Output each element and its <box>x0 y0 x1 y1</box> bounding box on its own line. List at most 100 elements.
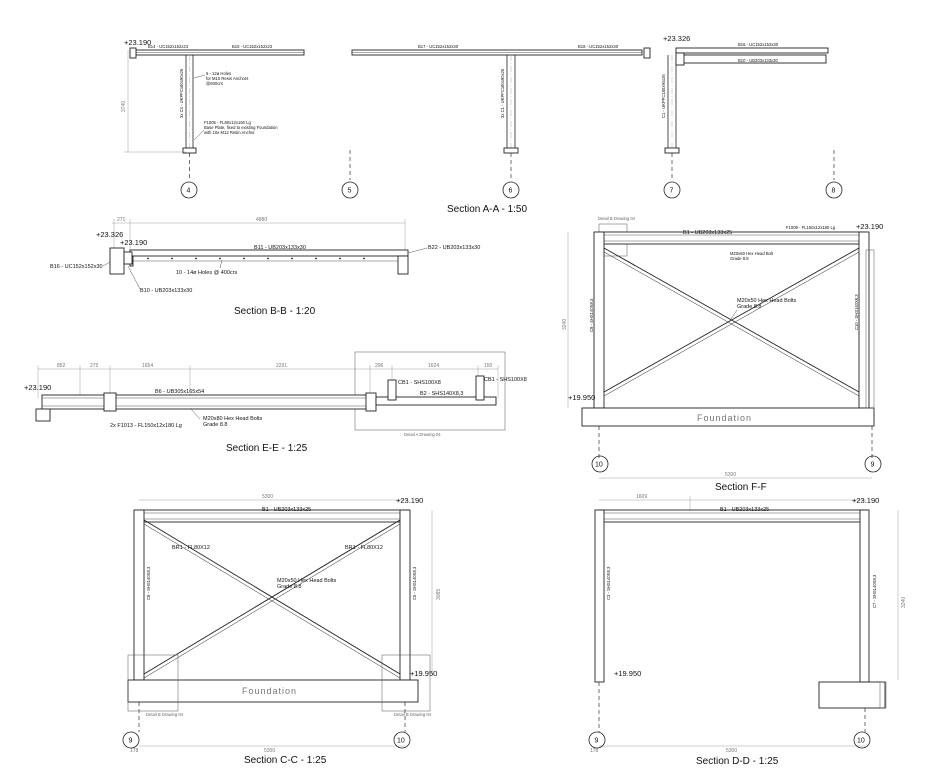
cc-dim-h: 3085 <box>436 589 442 600</box>
aa-column-c1a: 3x C1 - UKPFC180x90x26 <box>500 68 505 118</box>
section-dd: 1609 3240 178 5300 +23.190 +19.950 B1 - … <box>588 494 907 767</box>
ff-beam-b1: B1 - UB203x133x25 <box>683 230 732 236</box>
ff-title: Section F-F <box>715 482 767 493</box>
section-cc: 5300 3085 Foundation Detail B Drawing 04… <box>122 494 442 766</box>
ff-detail: Detail B Drawing 04 <box>598 216 636 221</box>
ee-dim-2: 1654 <box>142 363 153 369</box>
bb-beam-b11: B11 - UB203x133x30 <box>254 245 306 251</box>
ee-grade: Grade 8.8 <box>203 422 227 428</box>
aa-beam-b16: B16 - UC152x152x30 <box>738 42 779 47</box>
aa-column-c4: 3x C4 - UKPFC180x90x26 <box>179 68 184 118</box>
aa-note-holes-2: for M10 Resin Anchors <box>206 76 248 81</box>
ff-dim-w: 5300 <box>725 472 736 478</box>
cc-grid-10: 10 <box>397 738 405 745</box>
aa-level-left: +23.190 <box>124 38 151 47</box>
aa-beam-b10: B10 - UB203x133x30 <box>738 58 778 63</box>
ff-grade-small: Grade 8.8 <box>730 256 749 261</box>
cc-dim-w-bot: 5300 <box>264 748 275 754</box>
dd-beam-b1: B1 - UB203x133x25 <box>720 507 769 513</box>
bb-dim-b: 4880 <box>256 217 267 223</box>
aa-beam-b18: B18 - UC152x152x30 <box>578 44 619 49</box>
ff-bolts-small: M20x60 Hex Head Bolt <box>730 251 774 256</box>
bb-title: Section B-B - 1:20 <box>234 306 316 317</box>
dd-dim-top: 1609 <box>636 494 647 500</box>
aa-grid-bubbles: 4 5 6 7 8 <box>180 181 843 199</box>
bb-dim-a: 271 <box>117 217 126 223</box>
ee-cb1b: CB1 - SHS100X8 <box>484 377 527 383</box>
aa-note-plate-2: Base Plate, fixed to existing Foundation <box>204 125 278 130</box>
ee-dim-6: 150 <box>484 363 493 369</box>
cc-level-bot: +19.950 <box>410 669 437 678</box>
ee-detail-a: Detail A Drawing 04 <box>404 432 441 437</box>
ee-level: +23.190 <box>24 383 51 392</box>
bb-beam-b16: B16 - UC152x152x30 <box>50 264 103 270</box>
ee-plate: 2x F1013 - FL150x12x180 Lg <box>110 423 182 429</box>
aa-grid-5: 5 <box>348 188 352 195</box>
cc-detail-a: Detail B Drawing 04 <box>146 712 184 717</box>
dd-dim-h: 3240 <box>901 597 907 608</box>
ee-dim-1: 275 <box>90 363 99 369</box>
ff-level-top: +23.190 <box>856 222 883 231</box>
cc-detail-b: Detail B Drawing 04 <box>394 712 432 717</box>
ff-column-c9: C9 - SHS140X8,3 <box>589 298 594 332</box>
section-bb: 271 4880 +23.326 +23.190 B11 - UB203x133… <box>50 217 480 317</box>
aa-note-holes: 6 - 12ø Holes <box>206 71 231 76</box>
dd-grid-10: 10 <box>857 738 865 745</box>
bb-level-a: +23.326 <box>96 230 123 239</box>
cc-bolts: M20x50 Hex Head Bolts <box>277 578 337 584</box>
aa-note-holes-3: @600crs <box>206 81 223 86</box>
cc-dim-w-top: 5300 <box>262 494 273 500</box>
cc-br1a: BR1 - FL80X12 <box>172 545 210 551</box>
cc-grid-9: 9 <box>129 738 133 745</box>
aa-title: Section A-A - 1:50 <box>447 204 527 215</box>
ff-grid-10: 10 <box>595 462 603 469</box>
dd-level-top: +23.190 <box>852 496 879 505</box>
aa-grid-4: 4 <box>187 188 191 195</box>
bb-holes-note: 10 - 14ø Holes @ 400crs <box>176 270 237 276</box>
cc-column-c5: C5 - SHS140X8,3 <box>412 566 417 600</box>
aa-note-plate: F1005 - FL80x12x150 Lg <box>204 120 251 125</box>
ff-foundation: Foundation <box>697 413 752 423</box>
ff-dim-h: 3240 <box>562 319 568 330</box>
section-ee: 852 275 1654 2291 296 1624 150 Detail A … <box>24 351 527 454</box>
cc-column-c8: C8 - SHS140X8,3 <box>146 566 151 600</box>
ff-level-bot: +19.950 <box>568 393 595 402</box>
ee-title: Section E-E - 1:25 <box>226 443 308 454</box>
aa-grid-6: 6 <box>509 188 513 195</box>
cc-grade: Grade 8.8 <box>277 584 301 590</box>
ff-plate: F1009 - FL150x12x180 Lg <box>786 225 836 230</box>
ee-bolts: M20x80 Hex Head Bolts <box>203 416 263 422</box>
bb-level-b: +23.190 <box>120 238 147 247</box>
dd-column-c7: C7 - SHS140X8,3 <box>872 574 877 608</box>
dd-grid-9: 9 <box>595 738 599 745</box>
dd-column-c3: C3 - SHS140X8,3 <box>606 566 611 600</box>
ee-dim-3: 2291 <box>276 363 287 369</box>
ee-beam-b2: B2 - SHS140X8,3 <box>420 391 463 397</box>
ee-dim-4: 296 <box>375 363 384 369</box>
bb-beam-b10: B10 - UB203x133x30 <box>140 288 192 294</box>
bb-beam-b22: B22 - UB203x133x30 <box>428 245 480 251</box>
aa-grid-8: 8 <box>832 188 836 195</box>
aa-level-right: +23.326 <box>663 34 690 43</box>
aa-beam-b14: B14 - UC152x152x23 <box>148 44 189 49</box>
cc-br1b: BR1 - FL80X12 <box>345 545 383 551</box>
aa-column-c1b: C1 - UKPFC180x90x26 <box>661 74 666 118</box>
ee-beam-b6: B6 - UB305x165x54 <box>155 389 204 395</box>
ff-column-c10: C10 - SHS140X8,3 <box>854 294 859 330</box>
ff-grid-9: 9 <box>871 462 875 469</box>
dd-dim-w: 5300 <box>726 748 737 754</box>
dd-dim-sm: 178 <box>590 748 599 754</box>
cc-level-top: +23.190 <box>396 496 423 505</box>
aa-beam-b15: B15 - UC152x152x23 <box>232 44 273 49</box>
cc-foundation: Foundation <box>242 686 297 696</box>
cc-title: Section C-C - 1:25 <box>244 755 327 766</box>
bb-holes <box>147 257 365 260</box>
cc-beam-b1: B1 - UB203x133x25 <box>262 507 311 513</box>
ff-bolts: M20x50 Hex Head Bolts <box>737 298 797 304</box>
section-ff: Detail B Drawing 04 3240 5300 Foundation… <box>562 216 883 493</box>
aa-grid-7: 7 <box>670 188 674 195</box>
ee-dim-0: 852 <box>57 363 66 369</box>
aa-dim-height: 3740 <box>121 101 127 112</box>
section-aa: 3740 +23.190 B14 - UC152x152x23 B15 - UC… <box>121 34 843 215</box>
